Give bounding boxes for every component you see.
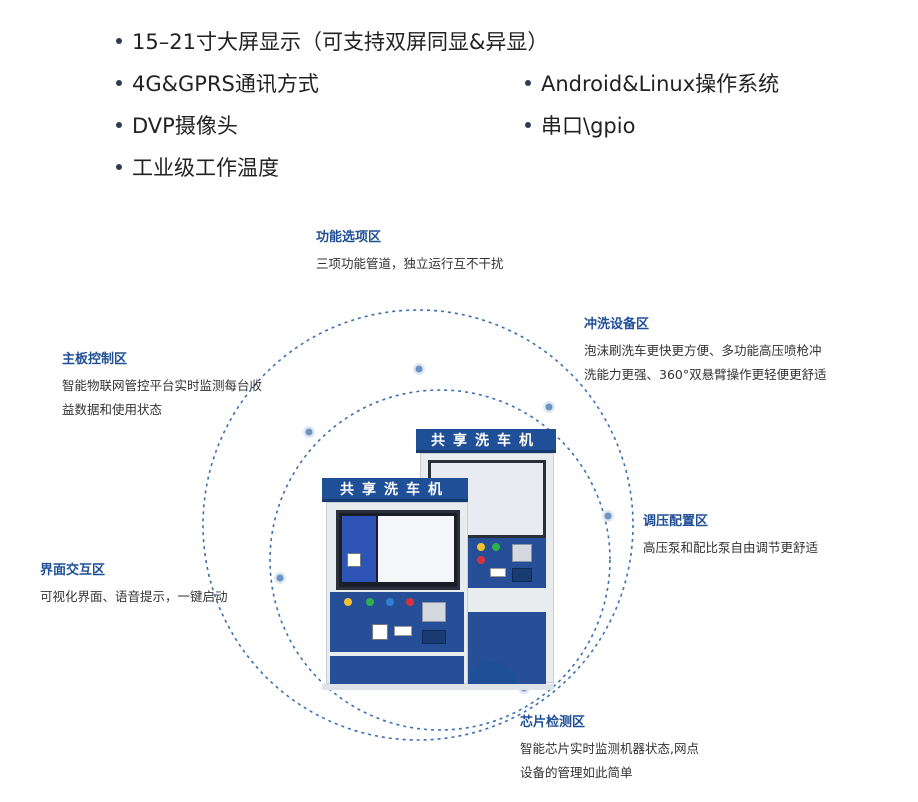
feature-title: 主板控制区 (62, 352, 128, 367)
feature-title: 界面交互区 (40, 563, 106, 578)
feature-line: 设备的管理如此简单 (520, 765, 633, 780)
kiosk-front-cabinet (330, 656, 464, 684)
feature-line: 泡沫刷洗车更快更方便、多功能高压喷枪冲 (584, 343, 822, 358)
card-reader (394, 626, 412, 636)
spec-text: 4G&GPRS通讯方式 (132, 72, 319, 96)
feature-title: 功能选项区 (316, 230, 382, 245)
feature-line: 高压泵和配比泵自由调节更舒适 (643, 540, 819, 555)
spec-item-os: Android&Linux操作系统 (525, 72, 779, 96)
orbit-node (305, 428, 313, 436)
spec-text: 串口\gpio (541, 114, 636, 138)
bullet-icon (116, 164, 122, 170)
feature-chip: 芯片检测区 智能芯片实时监测机器状态,网点 设备的管理如此简单 (520, 714, 699, 785)
spec-text: 15–21寸大屏显示（可支持双屏同显&异显） (132, 30, 549, 54)
feature-title: 芯片检测区 (520, 715, 586, 730)
screen-qr-icon (347, 553, 361, 567)
keypad (422, 602, 446, 622)
spec-text: 工业级工作温度 (132, 156, 279, 180)
orbit-node (545, 403, 553, 411)
coin-slot (422, 630, 446, 644)
button-blue-icon (386, 598, 394, 606)
card-reader (490, 568, 506, 577)
feature-desc: 高压泵和配比泵自由调节更舒适 (643, 536, 818, 560)
outer-orbit (202, 309, 634, 741)
button-red-icon (406, 598, 414, 606)
feature-line: 智能芯片实时监测机器状态,网点 (520, 741, 699, 756)
kiosk-front-screen-panel (378, 516, 454, 582)
kiosk-front-screen-content (342, 516, 376, 582)
inner-orbit (269, 389, 611, 731)
spec-text: DVP摄像头 (132, 114, 238, 138)
button-red-icon (477, 556, 485, 564)
feature-pressure: 调压配置区 高压泵和配比泵自由调节更舒适 (643, 513, 818, 560)
feature-desc: 智能芯片实时监测机器状态,网点 设备的管理如此简单 (520, 737, 699, 785)
button-green-icon (366, 598, 374, 606)
button-yellow-icon (344, 598, 352, 606)
bullet-icon (116, 122, 122, 128)
feature-desc: 智能物联网管控平台实时监测每台收 益数据和使用状态 (62, 374, 262, 422)
spec-item-camera: DVP摄像头 (116, 114, 238, 138)
kiosk-front-header: 共享洗车机 (322, 478, 468, 502)
bullet-icon (525, 122, 531, 128)
button-yellow-icon (477, 543, 485, 551)
qr-code-icon (372, 624, 388, 640)
kiosk-back-header: 共享洗车机 (416, 429, 556, 453)
feature-rinse: 冲洗设备区 泡沫刷洗车更快更方便、多功能高压喷枪冲 洗能力更强、360°双悬臂操… (584, 316, 827, 387)
feature-line: 洗能力更强、360°双悬臂操作更轻便更舒适 (584, 367, 827, 382)
feature-desc: 三项功能管道，独立运行互不干扰 (316, 252, 504, 276)
feature-line: 可视化界面、语音提示，一键启动 (40, 589, 228, 604)
coin-slot (512, 568, 532, 582)
feature-line: 三项功能管道，独立运行互不干扰 (316, 256, 504, 271)
feature-function-select: 功能选项区 三项功能管道，独立运行互不干扰 (316, 229, 504, 276)
bullet-icon (116, 80, 122, 86)
feature-title: 调压配置区 (643, 514, 709, 529)
button-green-icon (492, 543, 500, 551)
feature-line: 益数据和使用状态 (62, 402, 163, 417)
kiosk-base-badge (468, 662, 516, 684)
feature-desc: 泡沫刷洗车更快更方便、多功能高压喷枪冲 洗能力更强、360°双悬臂操作更轻便更舒… (584, 339, 827, 387)
orbit-node (276, 574, 284, 582)
feature-desc: 可视化界面、语音提示，一键启动 (40, 585, 228, 609)
spec-item-communication: 4G&GPRS通讯方式 (116, 72, 319, 96)
kiosk-base (322, 684, 554, 690)
feature-title: 冲洗设备区 (584, 317, 650, 332)
orbit-node (415, 365, 423, 373)
spec-text: Android&Linux操作系统 (541, 72, 780, 96)
bullet-icon (525, 80, 531, 86)
keypad (512, 544, 532, 562)
bullet-icon (116, 38, 122, 44)
feature-line: 智能物联网管控平台实时监测每台收 (62, 378, 263, 393)
feature-interface: 界面交互区 可视化界面、语音提示，一键启动 (40, 562, 228, 609)
orbit-node (604, 512, 612, 520)
spec-item-display: 15–21寸大屏显示（可支持双屏同显&异显） (116, 30, 548, 54)
spec-item-serial: 串口\gpio (525, 114, 635, 138)
feature-mainboard: 主板控制区 智能物联网管控平台实时监测每台收 益数据和使用状态 (62, 351, 262, 422)
spec-item-temperature: 工业级工作温度 (116, 156, 279, 180)
